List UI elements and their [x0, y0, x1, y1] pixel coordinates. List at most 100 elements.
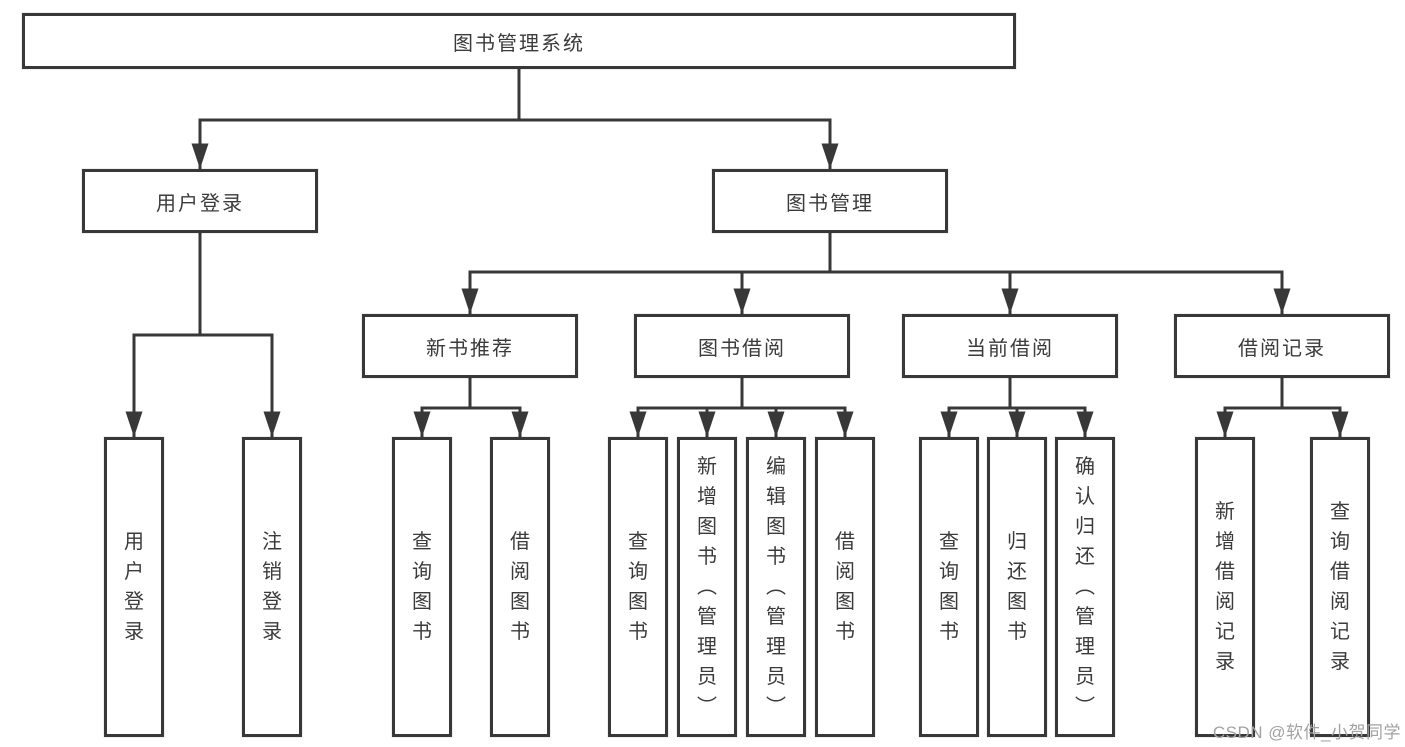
node-borrow-records: 借阅记录: [1174, 314, 1390, 378]
node-label: 当前借阅: [966, 337, 1054, 360]
leaf-label: 查询借阅记录: [1313, 440, 1367, 734]
leaf-label-char: 记: [1215, 621, 1235, 643]
leaf-label-char: 图: [835, 591, 855, 613]
leaf-label-char: 管: [697, 606, 717, 628]
leaf-label: 编辑图书︵管理员︶: [749, 440, 803, 734]
node-root-system: 图书管理系统: [22, 13, 1016, 69]
leaf-label-char: 录: [1330, 651, 1350, 673]
node-new-book-recommend: 新书推荐: [362, 314, 578, 378]
edge-records-to-leaves: [1216, 378, 1349, 437]
node-current-borrow: 当前借阅: [902, 314, 1118, 378]
leaf-label-char: 管: [1075, 606, 1095, 628]
leaf-label-char: 编: [766, 456, 786, 478]
leaf-query-books-borrow: 查询图书: [608, 437, 668, 737]
leaf-label-char: 新: [1215, 501, 1235, 523]
leaf-label: 借阅图书: [818, 440, 872, 734]
leaf-label-char: ︵: [766, 576, 786, 598]
leaf-label-char: 登: [124, 591, 144, 613]
edge-userlogin-to-leaves: [125, 233, 281, 437]
node-user-login-branch: 用户登录: [82, 169, 318, 233]
node-label: 借阅记录: [1238, 337, 1326, 360]
leaf-label-char: 理: [1075, 636, 1095, 658]
node-label: 图书借阅: [698, 337, 786, 360]
leaf-label-char: 用: [124, 531, 144, 553]
leaf-label-char: 增: [697, 486, 717, 508]
leaf-label-char: 管: [766, 606, 786, 628]
leaf-label-char: 确: [1075, 456, 1095, 478]
leaf-label-char: 理: [766, 636, 786, 658]
leaf-add-books-admin: 新增图书 ︵ 管理员 ︶: [677, 437, 737, 737]
leaf-label-char: 还: [1007, 561, 1027, 583]
leaf-add-borrow-record: 新增借阅记录: [1195, 437, 1255, 737]
leaf-label: 新增借阅记录: [1198, 440, 1252, 734]
leaf-label-char: 录: [124, 621, 144, 643]
leaf-label-char: 询: [1330, 531, 1350, 553]
leaf-label-char: 记: [1330, 621, 1350, 643]
leaf-borrow-books: 借阅图书: [815, 437, 875, 737]
leaf-label-char: ︵: [697, 576, 717, 598]
leaf-label-char: 图: [697, 516, 717, 538]
leaf-label-char: 图: [628, 591, 648, 613]
leaf-label-char: 书: [835, 621, 855, 643]
leaf-label-char: 阅: [835, 561, 855, 583]
leaf-label-char: 图: [939, 591, 959, 613]
leaf-label: 确认归还 ︵ 管理员 ︶: [1058, 440, 1112, 734]
leaf-label: 新增图书 ︵ 管理员 ︶: [680, 440, 734, 734]
leaf-label: 用户登录: [107, 440, 161, 734]
leaf-label-char: 录: [1215, 651, 1235, 673]
node-root-label: 图书管理系统: [453, 32, 585, 55]
leaf-label: 查询图书: [395, 440, 449, 734]
leaf-label-char: 归: [1075, 516, 1095, 538]
leaf-label-char: 阅: [510, 561, 530, 583]
leaf-label: 借阅图书: [493, 440, 547, 734]
leaf-label-char: 还: [1075, 546, 1095, 568]
leaf-edit-books-admin: 编辑图书︵管理员︶: [746, 437, 806, 737]
edge-borrow-to-leaves: [629, 378, 854, 437]
leaf-label-char: 归: [1007, 531, 1027, 553]
leaf-query-borrow-record: 查询借阅记录: [1310, 437, 1370, 737]
leaf-label-char: 员: [697, 666, 717, 688]
leaf-label-char: 辑: [766, 486, 786, 508]
leaf-label-char: 图: [412, 591, 432, 613]
node-label: 用户登录: [156, 192, 244, 215]
leaf-label-char: 借: [835, 531, 855, 553]
leaf-label-char: 销: [262, 561, 282, 583]
leaf-borrow-books-newbook: 借阅图书: [490, 437, 550, 737]
leaf-label-char: 图: [1007, 591, 1027, 613]
leaf-label: 注销登录: [245, 440, 299, 734]
leaf-label-char: ︵: [1075, 576, 1095, 598]
leaf-label-char: 新: [697, 456, 717, 478]
leaf-label-char: 理: [697, 636, 717, 658]
leaf-label-char: 图: [766, 516, 786, 538]
edge-current-to-leaves: [940, 378, 1094, 437]
leaf-label-char: 查: [628, 531, 648, 553]
node-book-borrow: 图书借阅: [634, 314, 850, 378]
node-book-management-branch: 图书管理: [712, 169, 948, 233]
csdn-watermark: CSDN @软件_小贺同学: [1212, 723, 1401, 742]
leaf-label-char: 注: [262, 531, 282, 553]
leaf-label-char: 员: [1075, 666, 1095, 688]
leaf-label-char: 借: [1330, 561, 1350, 583]
leaf-query-books-newbook: 查询图书: [392, 437, 452, 737]
leaf-label-char: 阅: [1330, 591, 1350, 613]
leaf-return-books: 归还图书: [987, 437, 1047, 737]
edge-newbook-to-leaves: [413, 378, 529, 437]
leaf-label: 查询图书: [611, 440, 665, 734]
leaf-label: 归还图书: [990, 440, 1044, 734]
leaf-logout: 注销登录: [242, 437, 302, 737]
leaf-label-char: 借: [1215, 561, 1235, 583]
leaf-label-char: 查: [939, 531, 959, 553]
leaf-query-books-current: 查询图书: [919, 437, 979, 737]
leaf-label-char: 图: [510, 591, 530, 613]
leaf-label-char: 查: [412, 531, 432, 553]
leaf-label: 查询图书: [922, 440, 976, 734]
leaf-label-char: 询: [412, 561, 432, 583]
leaf-label-char: 阅: [1215, 591, 1235, 613]
leaf-label-char: ︶: [1075, 696, 1095, 718]
leaf-label-char: 书: [628, 621, 648, 643]
leaf-label-char: 书: [412, 621, 432, 643]
leaf-label-char: ︶: [697, 696, 717, 718]
leaf-label-char: 书: [939, 621, 959, 643]
leaf-label-char: 书: [697, 546, 717, 568]
leaf-label-char: 认: [1075, 486, 1095, 508]
